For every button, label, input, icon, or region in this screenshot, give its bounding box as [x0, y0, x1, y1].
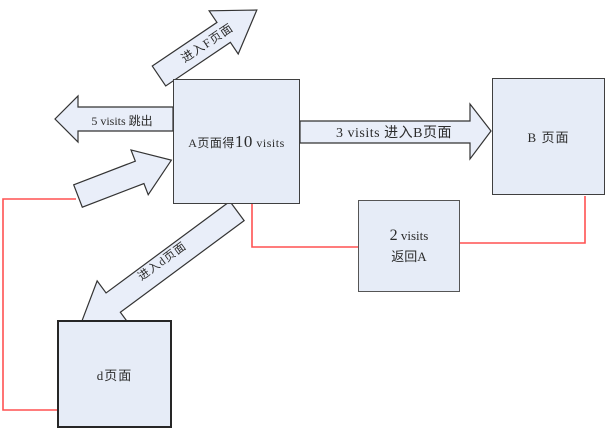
return-a-line2: 返回A — [391, 249, 427, 264]
bounce-arrow-label: 5 visits 跳出 — [91, 114, 153, 128]
enter-f-arrow — [151, 9, 258, 87]
node-return-a: 2 visits 返回A — [358, 200, 460, 292]
red-connector-a-to-return — [251, 204, 358, 248]
node-page-b-label: B 页面 — [527, 130, 570, 145]
incoming-arrow — [72, 149, 173, 208]
page-a-visit-count: 10 — [234, 131, 253, 151]
node-page-a-label: A页面得10 visits — [188, 132, 285, 152]
return-a-line1: 2 visits — [390, 225, 429, 246]
red-connector-b-to-return — [460, 196, 586, 244]
return-a-line1-suffix: visits — [397, 228, 429, 243]
page-a-label-suffix: visits — [252, 135, 285, 150]
red-connector-arrow-to-d — [2, 198, 76, 411]
node-page-d: d页面 — [57, 320, 172, 428]
enter-b-arrow — [299, 102, 492, 161]
node-page-d-label: d页面 — [96, 367, 133, 383]
node-page-b: B 页面 — [492, 78, 605, 195]
page-a-label-prefix: A页面得 — [188, 135, 235, 150]
bounce-arrow — [54, 94, 174, 144]
node-page-a: A页面得10 visits — [173, 79, 300, 204]
enter-d-arrow — [78, 200, 245, 329]
enter-b-arrow-label: 3 visits 进入B页面 — [336, 126, 452, 141]
return-a-visit-count: 2 — [389, 227, 398, 244]
